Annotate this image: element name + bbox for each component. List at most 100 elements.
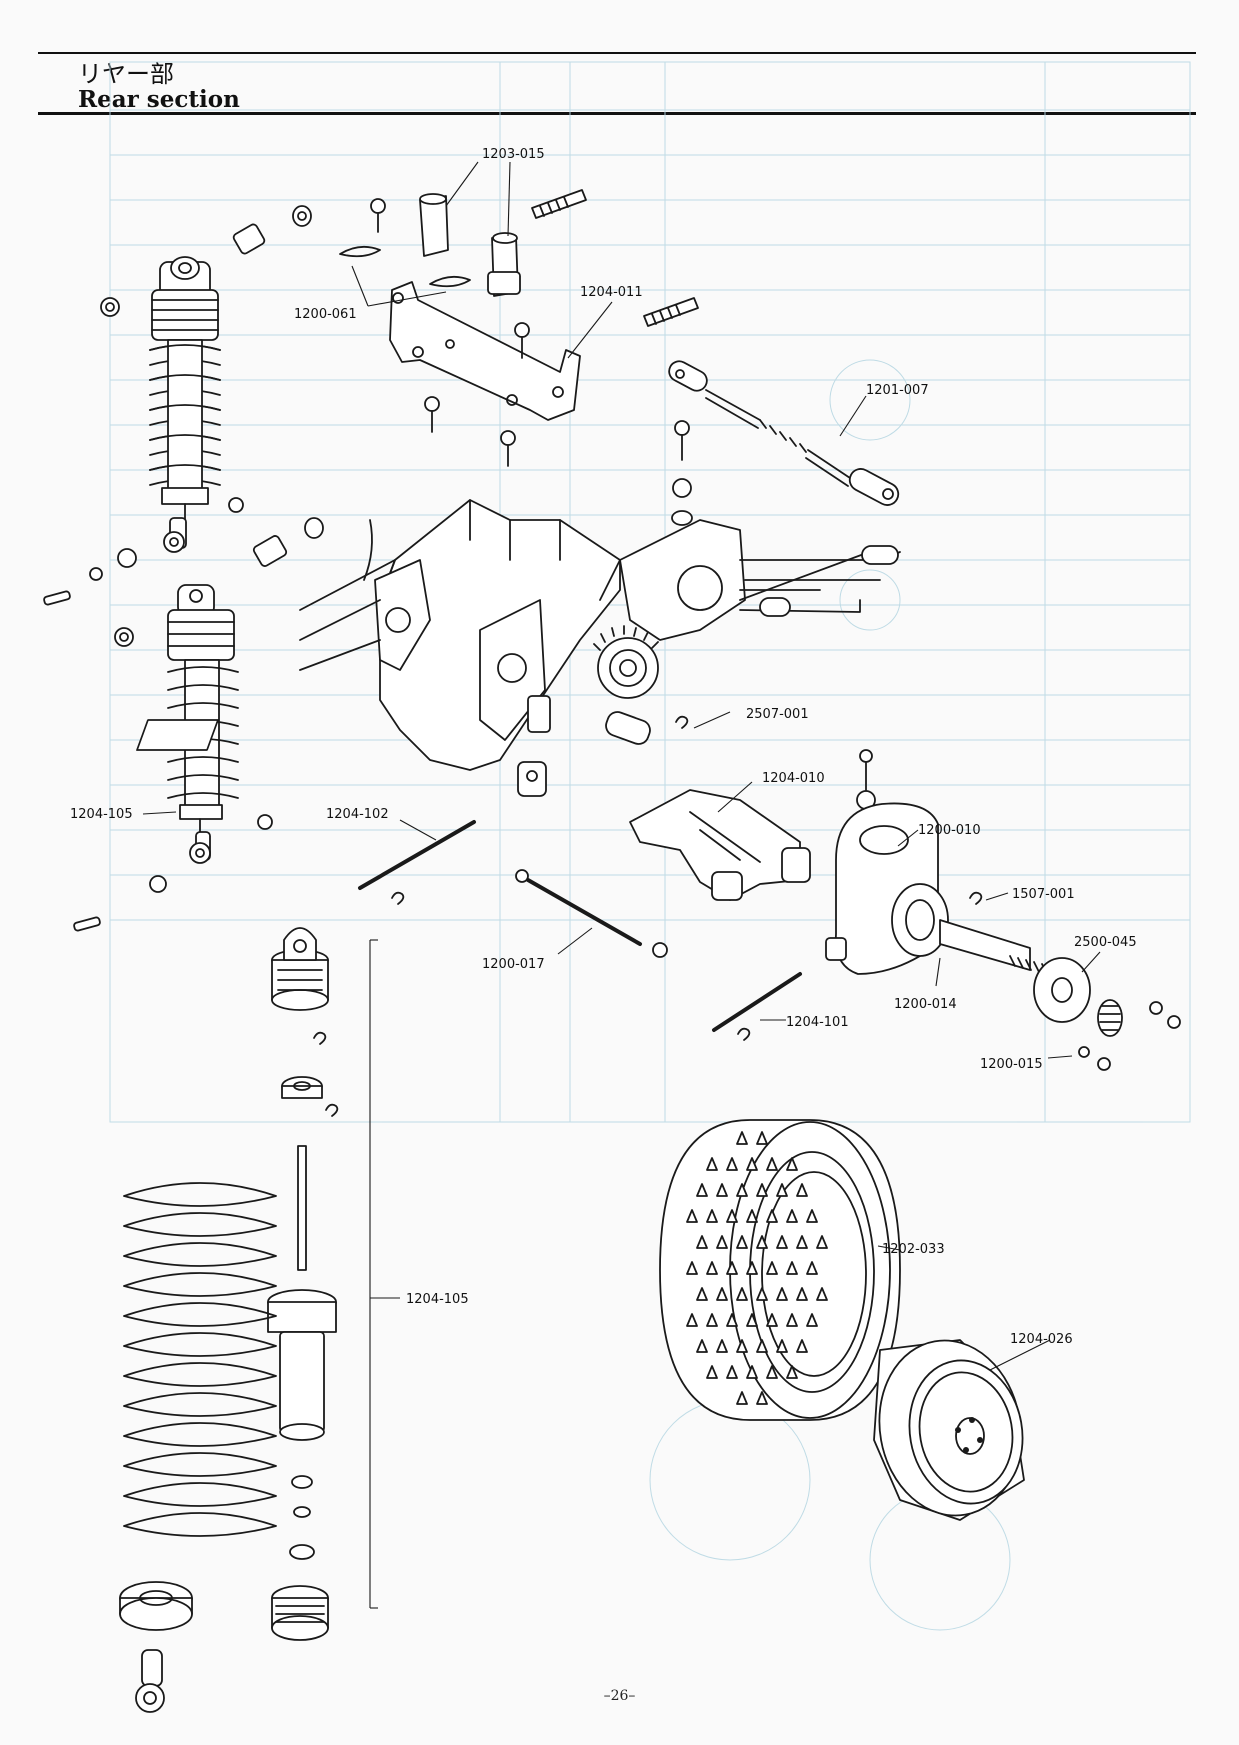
part-label-1204-105-upper: 1204-105 (70, 807, 133, 822)
drive-shaft (515, 869, 668, 958)
tire-spike (766, 1209, 778, 1223)
section-title-en: Rear section (78, 86, 240, 113)
tire-spike (816, 1287, 828, 1301)
part-label-1200-010: 1200-010 (918, 823, 981, 838)
tire-spike (766, 1313, 778, 1327)
tire-spike (776, 1235, 788, 1249)
part-label-1200-017: 1200-017 (482, 957, 545, 972)
tire-spike (726, 1261, 738, 1275)
tire-spike (746, 1365, 758, 1379)
tire-spike (806, 1313, 818, 1327)
tire-spike (736, 1287, 748, 1301)
leader-lines (142, 161, 1101, 1371)
tire-spike (766, 1365, 778, 1379)
tire-spike (756, 1287, 768, 1301)
tire-spike (696, 1183, 708, 1197)
tire-spike (766, 1261, 778, 1275)
upper-shock-absorber (149, 256, 221, 553)
upper-arm-rod (668, 360, 900, 506)
part-label-1202-033: 1202-033 (882, 1242, 945, 1257)
tire-spike (756, 1183, 768, 1197)
shock-mount-posts (419, 193, 521, 297)
tire-spikes (686, 1131, 828, 1405)
tire-spike (796, 1287, 808, 1301)
wheel-rim (873, 1339, 1025, 1521)
tire-spike (786, 1209, 798, 1223)
tire-spike (736, 1131, 748, 1145)
page-number: –26– (603, 1688, 636, 1704)
tire-spike (696, 1287, 708, 1301)
tire-spike (816, 1235, 828, 1249)
shock-exploded-parts (267, 927, 339, 1641)
snap-pins (339, 245, 471, 288)
part-label-1204-101: 1204-101 (786, 1015, 849, 1030)
tire-spike (706, 1313, 718, 1327)
shock-set-bracket (369, 939, 400, 1609)
part-label-2500-045: 2500-045 (1074, 935, 1137, 950)
rear-shock-stay (389, 281, 581, 421)
tire-spike (706, 1157, 718, 1171)
hinge-pin-1204-101 (712, 972, 802, 1041)
part-label-1507-001: 1507-001 (1012, 887, 1075, 902)
e-rings (675, 715, 983, 905)
tire-spike (736, 1339, 748, 1353)
stay-screws (370, 189, 699, 526)
tire-spike (706, 1261, 718, 1275)
part-label-1204-026: 1204-026 (1010, 1332, 1073, 1347)
tire-spike (726, 1313, 738, 1327)
tire-spike (726, 1365, 738, 1379)
tire-spike (806, 1261, 818, 1275)
rear-axle (939, 919, 1181, 1071)
gearbox-housing (136, 499, 746, 797)
tire-spike (776, 1287, 788, 1301)
part-label-1204-102: 1204-102 (326, 807, 389, 822)
part-label-1200-014: 1200-014 (894, 997, 957, 1012)
hinge-pin-1204-102 (358, 820, 476, 905)
tire-spike (736, 1183, 748, 1197)
tire-spike (746, 1313, 758, 1327)
tire-spike (776, 1339, 788, 1353)
tire-spike (786, 1365, 798, 1379)
tire-spike (756, 1391, 768, 1405)
part-label-1200-061: 1200-061 (294, 307, 357, 322)
tire-spike (776, 1183, 788, 1197)
tire-spike (686, 1209, 698, 1223)
part-labels: 1203-015 1200-061 1204-011 1201-007 2507… (70, 147, 1137, 1347)
part-label-1204-011: 1204-011 (580, 285, 643, 300)
shock-spring (123, 1182, 277, 1537)
tire-spike (756, 1131, 768, 1145)
header-bottom-rule (38, 112, 1196, 115)
spring-retainer-and-rod-end (119, 1581, 193, 1713)
tire-spike (756, 1235, 768, 1249)
rear-arm (629, 749, 876, 901)
tire-spike (696, 1235, 708, 1249)
tire-spike (716, 1235, 728, 1249)
tire-spike (736, 1235, 748, 1249)
tire-spike (716, 1339, 728, 1353)
chassis-frame-lines (299, 519, 901, 671)
rear-axle-block (825, 802, 949, 975)
tire-spike (716, 1287, 728, 1301)
part-label-1204-105-set: 1204-105 (406, 1292, 469, 1307)
tire-spike (686, 1313, 698, 1327)
tire-spike (736, 1391, 748, 1405)
tire-spike (786, 1157, 798, 1171)
tire-spike (726, 1209, 738, 1223)
tire-spike (766, 1157, 778, 1171)
header-top-rule (38, 52, 1196, 54)
tire-spike (746, 1261, 758, 1275)
tire-spike (696, 1339, 708, 1353)
tire-spike (706, 1365, 718, 1379)
part-label-1200-015: 1200-015 (980, 1057, 1043, 1072)
tire-spike (786, 1313, 798, 1327)
tire-spike (756, 1339, 768, 1353)
tire-spike (706, 1209, 718, 1223)
tire-spike (726, 1157, 738, 1171)
tire-spike (796, 1235, 808, 1249)
part-label-2507-001: 2507-001 (746, 707, 809, 722)
tire-spike (806, 1209, 818, 1223)
part-label-1201-007: 1201-007 (866, 383, 929, 398)
part-label-1203-015: 1203-015 (482, 147, 545, 162)
section-title-jp: リヤー部 (78, 60, 174, 88)
